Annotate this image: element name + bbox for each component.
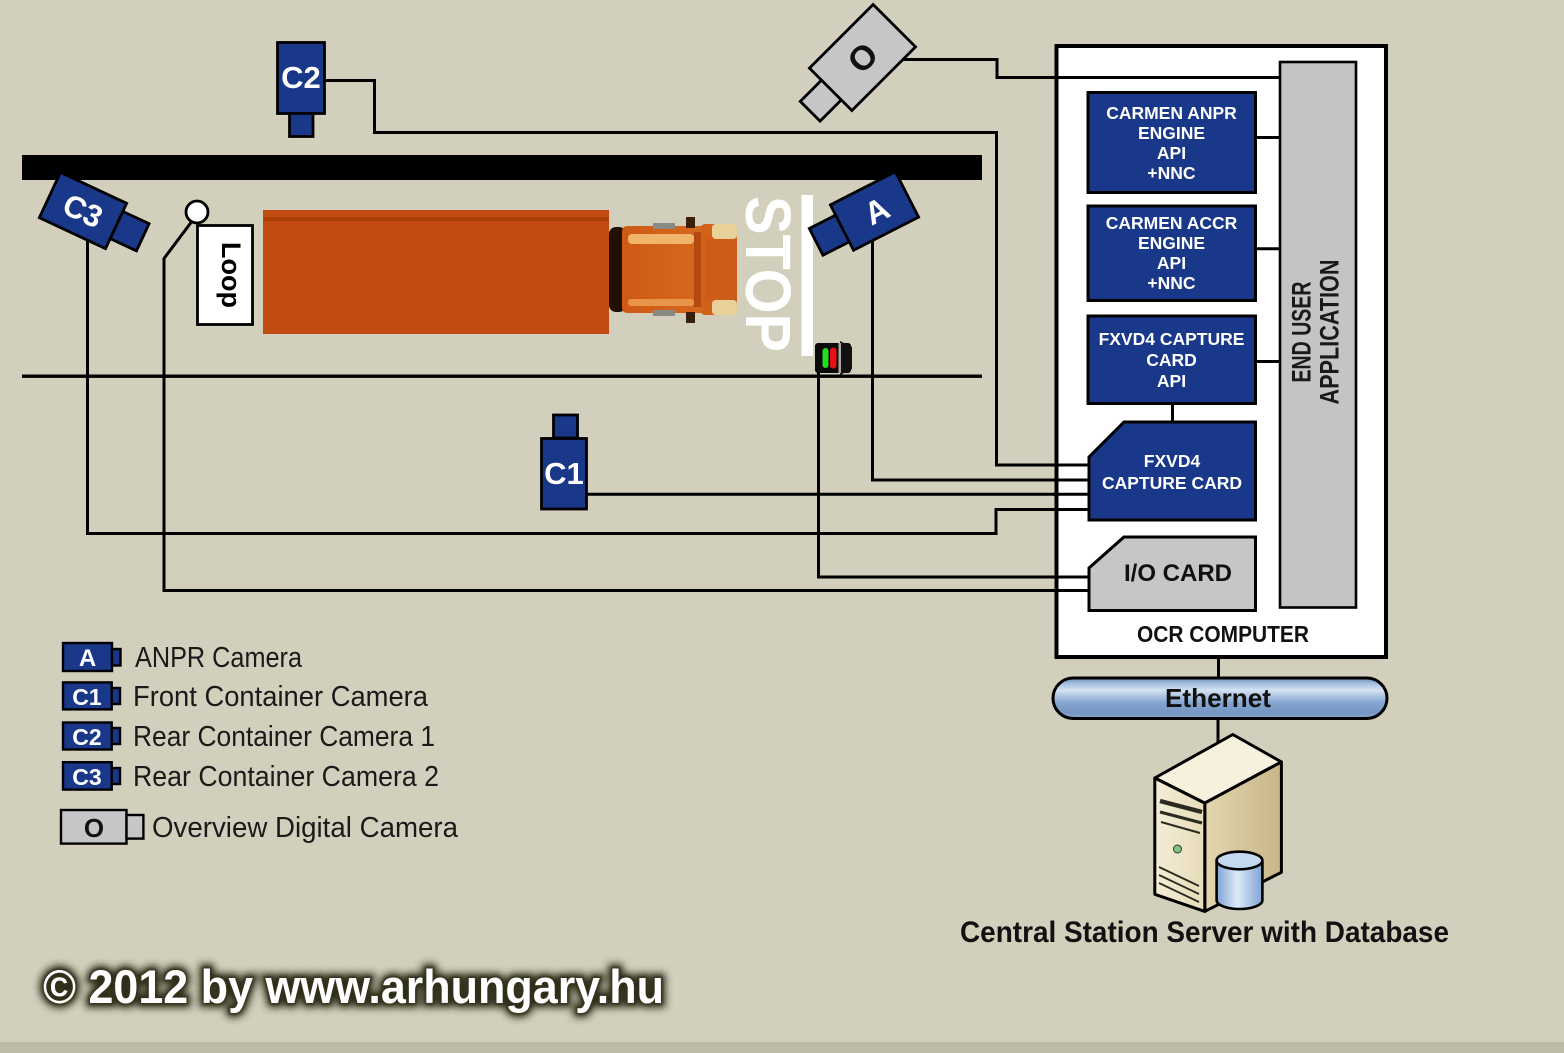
svg-text:CARMEN ACCR: CARMEN ACCR <box>1106 213 1238 233</box>
svg-text:O: O <box>84 813 104 843</box>
svg-text:API: API <box>1157 371 1186 391</box>
svg-text:C2: C2 <box>72 724 101 750</box>
svg-text:API: API <box>1157 253 1186 273</box>
svg-text:CARD: CARD <box>1146 350 1197 370</box>
svg-text:Central Station Server with Da: Central Station Server with Database <box>960 916 1449 949</box>
svg-text:Overview Digital Camera: Overview Digital Camera <box>152 812 459 844</box>
svg-text:API: API <box>1157 143 1186 163</box>
svg-text:+NNC: +NNC <box>1147 163 1195 183</box>
svg-text:Loop: Loop <box>216 242 246 308</box>
svg-text:© 2012 by www.arhungary.hu: © 2012 by www.arhungary.hu <box>43 960 664 1013</box>
svg-text:STOP: STOP <box>732 196 804 352</box>
svg-text:A: A <box>79 645 96 672</box>
svg-text:© 2012 by www.arhungary.hu: © 2012 by www.arhungary.hu <box>43 960 664 1013</box>
svg-text:© 2012 by www.arhungary.hu: © 2012 by www.arhungary.hu <box>43 960 664 1013</box>
svg-text:Front Container Camera: Front Container Camera <box>133 681 429 713</box>
svg-text:C2: C2 <box>281 60 321 95</box>
svg-text:CARMEN ANPR: CARMEN ANPR <box>1106 103 1237 123</box>
svg-text:Rear Container Camera 1: Rear Container Camera 1 <box>133 721 435 753</box>
svg-text:C1: C1 <box>544 456 584 491</box>
svg-text:C3: C3 <box>72 764 101 790</box>
svg-text:Ethernet: Ethernet <box>1165 683 1271 713</box>
svg-text:ENGINE: ENGINE <box>1138 233 1205 253</box>
svg-text:Rear Container Camera 2: Rear Container Camera 2 <box>133 761 439 793</box>
svg-text:ANPR Camera: ANPR Camera <box>135 642 303 674</box>
svg-text:CAPTURE CARD: CAPTURE CARD <box>1102 473 1242 493</box>
svg-text:FXVD4 CAPTURE: FXVD4 CAPTURE <box>1099 329 1245 349</box>
svg-text:FXVD4: FXVD4 <box>1144 451 1201 471</box>
svg-text:OCR COMPUTER: OCR COMPUTER <box>1137 621 1309 647</box>
svg-text:+NNC: +NNC <box>1147 273 1195 293</box>
svg-text:ENGINE: ENGINE <box>1138 123 1205 143</box>
svg-text:C1: C1 <box>72 684 102 710</box>
svg-text:I/O CARD: I/O CARD <box>1124 560 1232 587</box>
svg-text:APPLICATION: APPLICATION <box>1315 260 1345 405</box>
svg-text:END USER: END USER <box>1287 282 1317 383</box>
